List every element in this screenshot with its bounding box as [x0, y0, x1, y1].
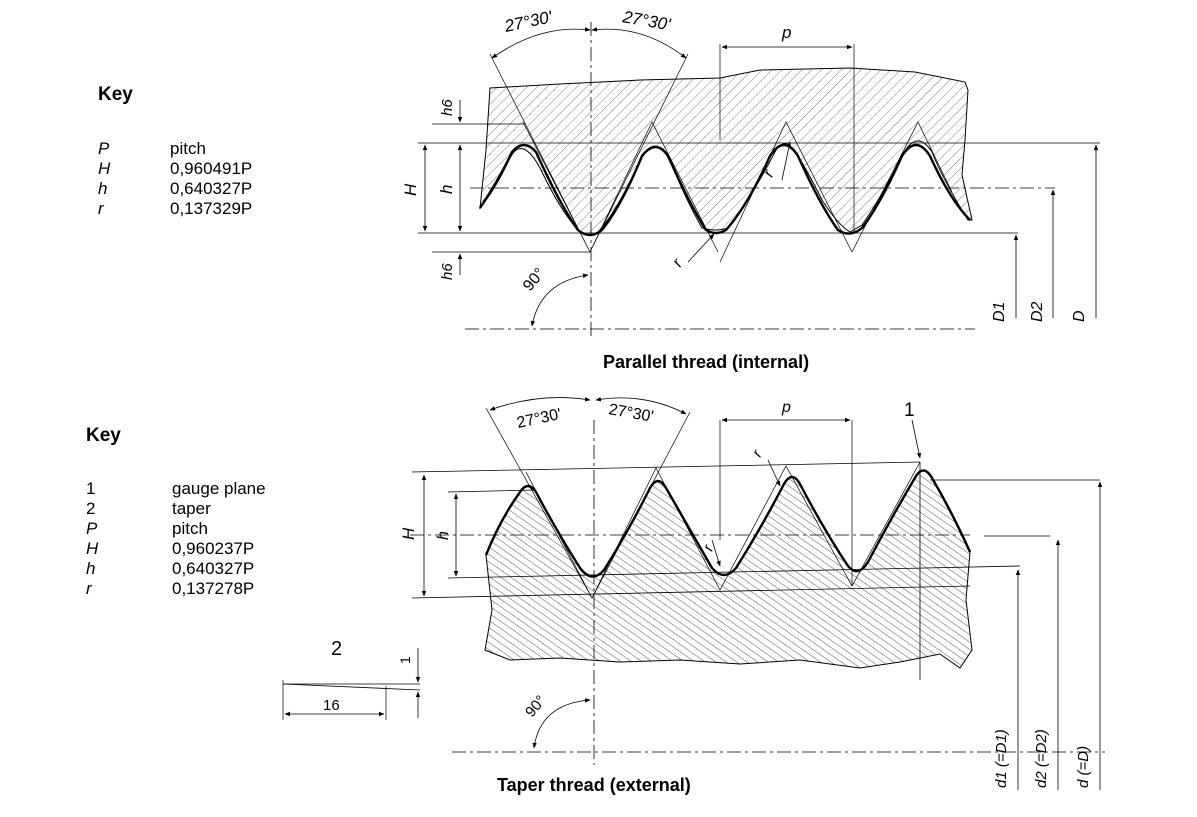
taper-rise-label: 1: [397, 656, 413, 664]
radius-label: r: [669, 256, 686, 271]
key-symbol: P: [98, 139, 110, 158]
parallel-thread-figure: 27°30' 27°30' p h6 h6 H h r r 90° D1 D2 …: [401, 7, 1100, 340]
key-symbol: 2: [86, 499, 96, 518]
radius-leader: [781, 141, 792, 181]
key-description: pitch: [170, 139, 206, 158]
pitch-label: p: [781, 399, 791, 416]
key-description: 0,137329P: [170, 199, 253, 218]
angle-label: 27°30': [502, 7, 554, 36]
key-row: h 0,640327P: [86, 559, 266, 579]
callout-1: 1: [904, 400, 915, 421]
d2-label: d2 (=D2): [1033, 729, 1050, 788]
key-row: r 0,137278P: [86, 579, 266, 599]
key-description: gauge plane: [172, 479, 266, 498]
angle-arc: [489, 396, 591, 411]
extension-line: [447, 489, 537, 493]
D1-label: D1: [991, 302, 1008, 322]
h6-label: h6: [439, 263, 456, 280]
angle-label: 27°30': [515, 406, 563, 432]
key-symbol: 1: [86, 479, 96, 498]
crest-taper-line: [411, 461, 921, 473]
pitch-label: p: [781, 23, 791, 42]
H-label: H: [401, 183, 420, 196]
root-taper-line: [447, 565, 1021, 579]
internal-thread-body: [479, 67, 973, 236]
key-description: taper: [172, 499, 211, 518]
angle-arc-90: [530, 273, 589, 327]
key-title-bottom: Key: [86, 425, 121, 446]
key-symbol: r: [98, 199, 104, 218]
key-description: 0,960491P: [170, 159, 253, 178]
angle-arc: [491, 27, 591, 59]
key-symbol: H: [86, 539, 99, 558]
angle-label: 27°30': [620, 7, 672, 34]
key-row: 1 gauge plane: [86, 479, 266, 499]
D-label: D: [1071, 310, 1088, 322]
radius-label: r: [760, 167, 778, 180]
taper-run-label: 16: [323, 697, 340, 714]
gauge-plane-leader: [911, 419, 922, 459]
angle-90-label: 90°: [520, 265, 549, 294]
key-title-top: Key: [98, 84, 133, 105]
taper-callout: 2: [331, 638, 342, 660]
angle-90-label: 90°: [522, 692, 550, 720]
thread-profile-bottom: [484, 469, 972, 578]
caption-taper-thread: Taper thread (external): [497, 775, 691, 795]
key-description: 0,960237P: [172, 539, 255, 558]
d-label: d (=D): [1075, 746, 1092, 788]
radius-leader: [767, 459, 781, 487]
key-symbol: h: [98, 179, 108, 198]
h6-label: h6: [439, 99, 456, 116]
h-label: h: [435, 531, 452, 540]
angle-arc: [595, 396, 687, 415]
radius-leader: [711, 539, 721, 567]
angle-arc: [591, 27, 687, 59]
key-row: r 0,137329P: [98, 199, 252, 219]
taper-line: [282, 683, 421, 691]
key-row: H 0,960491P: [98, 159, 252, 179]
radius-label: r: [700, 542, 718, 553]
key-row: H 0,960237P: [86, 539, 266, 559]
key-description: 0,137278P: [172, 579, 255, 598]
key-symbol: h: [86, 559, 96, 578]
key-description: pitch: [172, 519, 208, 538]
key-row: 2 taper: [86, 499, 266, 519]
angle-arc-90: [532, 698, 591, 749]
radius-label: r: [749, 446, 767, 460]
key-row: h 0,640327P: [98, 179, 252, 199]
key-symbol: H: [98, 159, 111, 178]
d1-label: d1 (=D1): [993, 729, 1010, 788]
D2-label: D2: [1029, 301, 1046, 322]
key-description: 0,640327P: [172, 559, 255, 578]
caption-parallel-thread: Parallel thread (internal): [603, 352, 810, 372]
angle-label: 27°30': [607, 401, 654, 426]
key-symbol: r: [86, 579, 92, 598]
key-description: 0,640327P: [170, 179, 253, 198]
radius-leader: [687, 233, 715, 263]
h-label: h: [437, 185, 456, 194]
H-label: H: [399, 527, 418, 540]
key-symbol: P: [86, 519, 98, 538]
taper-thread-figure: 27°30' 27°30' p 1 H h r r 90° 2 1 16 d1 …: [282, 396, 1105, 790]
root-taper-line: [411, 585, 971, 599]
